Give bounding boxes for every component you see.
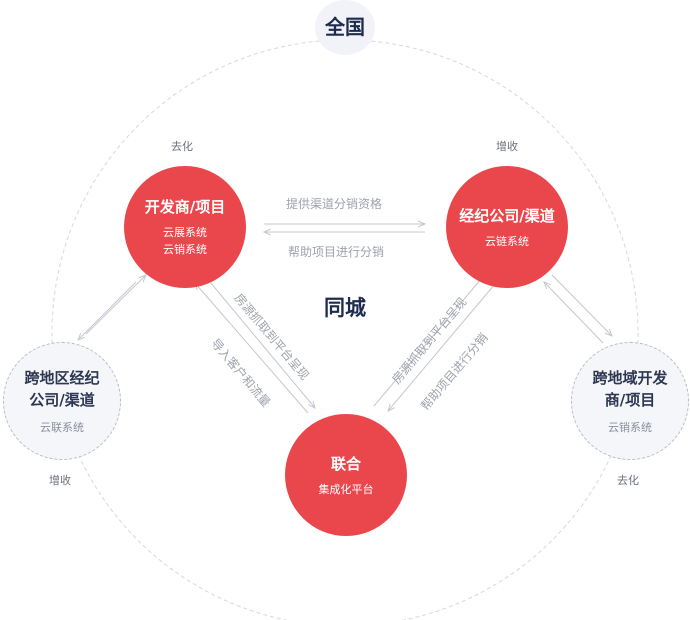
developer-systems: 云展系统 云销系统 — [163, 226, 207, 256]
agency-tag: 增收 — [496, 140, 518, 153]
arrow-agency-to-cross-developer — [551, 274, 612, 336]
cross-developer-node: 跨地域开发 商/项目 云销系统 — [571, 342, 689, 460]
cross-developer-system: 云销系统 — [608, 420, 652, 434]
cross-developer-tag: 去化 — [617, 474, 639, 487]
cross-developer-title: 跨地域开发 商/项目 — [592, 368, 668, 409]
developer-tag: 去化 — [171, 140, 193, 153]
arrow-alliance-to-developer — [195, 283, 309, 414]
city-label: 同城 — [324, 296, 366, 320]
arrow-cross-developer-to-agency — [544, 282, 604, 344]
alliance-title: 联合 — [330, 454, 361, 473]
alliance-node: 联合 集成化平台 — [285, 414, 407, 536]
national-badge — [315, 0, 375, 55]
arrow-cross-agency-to-developer — [85, 275, 146, 335]
agency-node: 经纪公司/渠道 云链系统 — [446, 166, 568, 288]
arrow-alliance-to-agency — [373, 272, 487, 407]
developer-node: 开发商/项目 云展系统 云销系统 — [124, 166, 246, 288]
cross-agency-system: 云联系统 — [40, 420, 84, 434]
flow-label-top-left: 帮助项目进行分销 — [288, 245, 385, 259]
flow-label-top-right: 提供渠道分销资格 — [286, 197, 383, 211]
alliance-platform: 集成化平台 — [318, 482, 374, 496]
arrow-developer-to-cross-agency — [78, 281, 137, 340]
agency-systems: 云链系统 — [485, 234, 529, 248]
cross-agency-node: 跨地区经纪 公司/渠道 云联系统 — [3, 342, 121, 460]
arrow-agency-to-alliance — [388, 277, 501, 411]
developer-title: 开发商/项目 — [144, 198, 226, 216]
cross-agency-title: 跨地区经纪 公司/渠道 — [24, 368, 100, 409]
cross-agency-tag: 增收 — [49, 474, 71, 487]
national-label: 全国 — [325, 15, 365, 39]
arrow-developer-to-alliance — [209, 281, 315, 408]
agency-title: 经纪公司/渠道 — [459, 206, 555, 225]
